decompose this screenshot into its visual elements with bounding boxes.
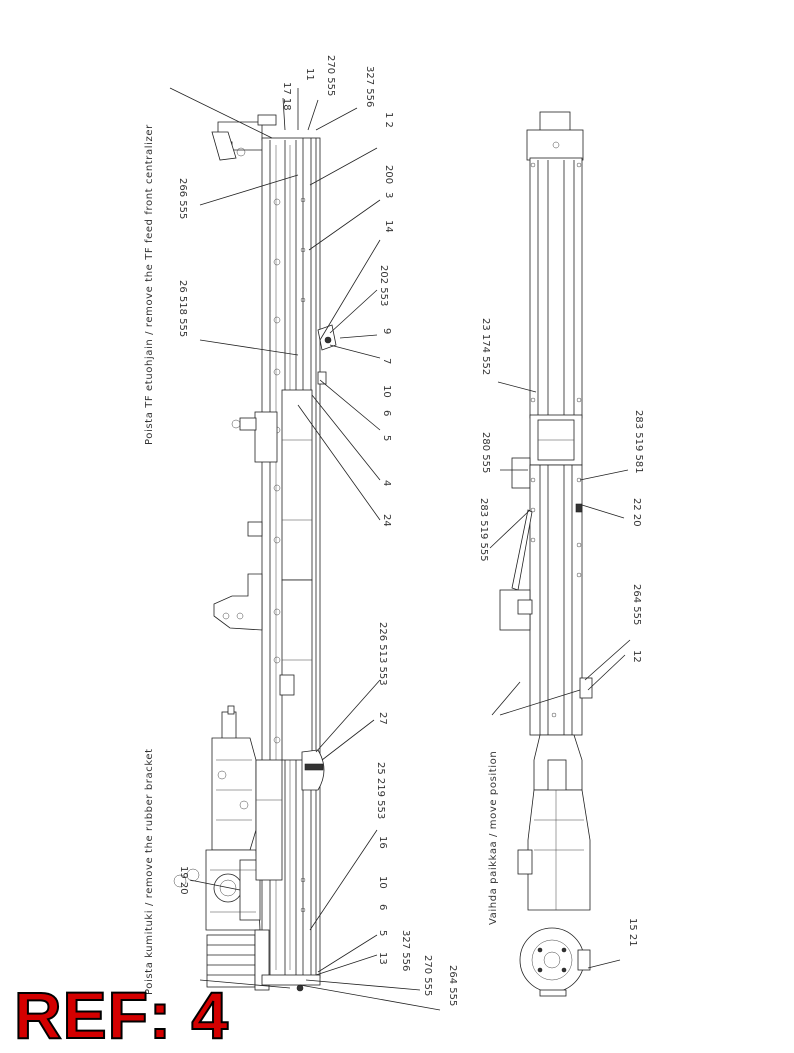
label-327-556-bottom: 327 556 bbox=[400, 930, 411, 971]
label-14: 14 bbox=[383, 220, 394, 233]
label-283-519-555: 283 519 555 bbox=[478, 498, 489, 562]
right-part-labels: 23 174 552 280 555 283 519 581 283 519 5… bbox=[478, 318, 644, 947]
label-5-bottom: 5 bbox=[377, 930, 388, 936]
label-200: 200 bbox=[383, 165, 394, 184]
label-9: 9 bbox=[381, 328, 392, 334]
label-1-2: 1 2 bbox=[383, 112, 394, 128]
ref-label: REF: 4 bbox=[13, 978, 230, 1052]
label-26-518-555: 26 518 555 bbox=[177, 280, 188, 337]
label-264-555-bottom: 264 555 bbox=[447, 965, 458, 1006]
label-3: 3 bbox=[383, 192, 394, 198]
label-280-555: 280 555 bbox=[480, 432, 491, 473]
label-10-top: 10 bbox=[381, 385, 392, 398]
label-25-219-553: 25 219 553 bbox=[375, 762, 386, 819]
label-270-555-bottom: 270 555 bbox=[422, 955, 433, 996]
label-266-555: 266 555 bbox=[177, 178, 188, 219]
label-16: 16 bbox=[377, 836, 388, 849]
note-remove-rubber-bracket: Poista kumituki / remove the rubber brac… bbox=[144, 748, 155, 995]
instruction-notes: Poista TF etuohjain / remove the TF feed… bbox=[144, 124, 499, 995]
label-7: 7 bbox=[381, 358, 392, 364]
leader-lines bbox=[169, 87, 631, 1011]
label-24: 24 bbox=[381, 514, 392, 527]
label-6-top: 6 bbox=[381, 410, 392, 416]
note-remove-centralizer: Poista TF etuohjain / remove the TF feed… bbox=[144, 124, 155, 445]
label-6-bottom: 6 bbox=[377, 904, 388, 910]
label-13: 13 bbox=[377, 952, 388, 965]
label-10-bottom: 10 bbox=[377, 876, 388, 889]
label-202-553: 202 553 bbox=[378, 265, 389, 306]
label-23-174-552: 23 174 552 bbox=[480, 318, 491, 375]
label-226-513-553: 226 513 553 bbox=[377, 622, 388, 686]
label-283-519-581: 283 519 581 bbox=[633, 410, 644, 474]
label-4: 4 bbox=[381, 480, 392, 486]
left-part-labels: 17 18 11 270 555 327 556 1 2 200 266 555… bbox=[177, 55, 458, 1006]
label-5-top: 5 bbox=[381, 435, 392, 441]
right-feed-assembly bbox=[499, 111, 593, 997]
note-move-position: Vaihda paikkaa / move position bbox=[488, 751, 499, 925]
label-11: 11 bbox=[304, 68, 315, 81]
label-22-20: 22 20 bbox=[631, 498, 642, 527]
label-12: 12 bbox=[631, 650, 642, 663]
label-327-556-top: 327 556 bbox=[364, 66, 375, 107]
label-15-21: 15 21 bbox=[627, 918, 638, 947]
label-27: 27 bbox=[377, 712, 388, 725]
label-17-18: 17 18 bbox=[281, 82, 292, 111]
label-264-555-right: 264 555 bbox=[631, 584, 642, 625]
label-19-20: 19 20 bbox=[178, 866, 189, 895]
label-270-555-top: 270 555 bbox=[325, 55, 336, 96]
left-feed-assembly bbox=[173, 114, 337, 992]
